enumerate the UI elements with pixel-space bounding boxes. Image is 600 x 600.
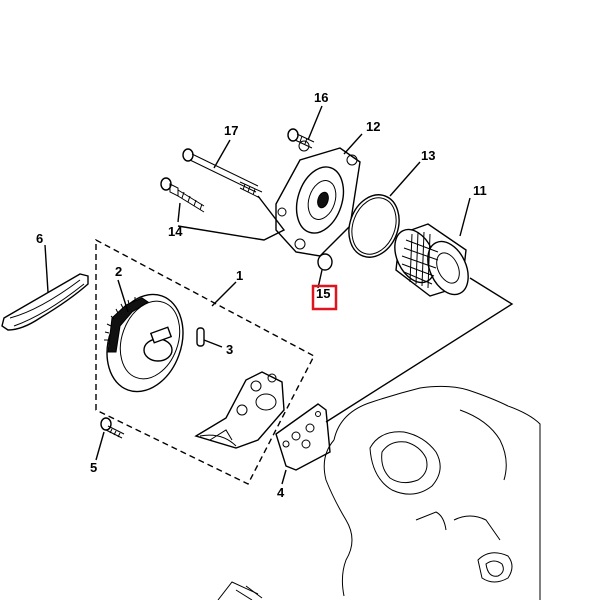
callout-13: 13 [421, 148, 435, 163]
part-17-bolt[interactable] [182, 139, 263, 199]
part-13-oring[interactable] [341, 161, 421, 264]
callout-17: 17 [224, 123, 238, 138]
highlight-box-15[interactable] [311, 284, 338, 311]
callout-15: 15 [316, 286, 330, 301]
callout-4: 4 [277, 485, 285, 500]
part-2-gear[interactable] [94, 279, 196, 402]
callout-6: 6 [36, 231, 43, 246]
callout-3: 3 [226, 342, 233, 357]
part-5-bolt[interactable] [95, 417, 125, 461]
callout-16: 16 [314, 90, 328, 105]
callout-12: 12 [366, 119, 380, 134]
callout-2: 2 [115, 264, 122, 279]
callout-1: 1 [236, 268, 243, 283]
part-15-oring[interactable] [317, 253, 333, 289]
callout-11: 11 [473, 183, 487, 198]
crankcase-outline [217, 385, 541, 600]
callout-labels: 6 1 2 3 5 4 14 17 16 12 13 11 15 [36, 90, 487, 500]
part-12-housing[interactable] [177, 133, 363, 257]
part-16-bolt[interactable] [287, 105, 323, 149]
part-4-gasket[interactable] [275, 403, 331, 485]
callout-14: 14 [168, 224, 183, 239]
oil-pump-body[interactable] [194, 371, 285, 449]
part-6-cover[interactable] [1, 244, 89, 331]
part-14-bolt[interactable] [160, 177, 205, 223]
callout-5: 5 [90, 460, 97, 475]
part-11-filter[interactable] [325, 197, 514, 423]
part-3-pin[interactable] [196, 327, 223, 348]
assembly-outline-1 [95, 238, 315, 485]
